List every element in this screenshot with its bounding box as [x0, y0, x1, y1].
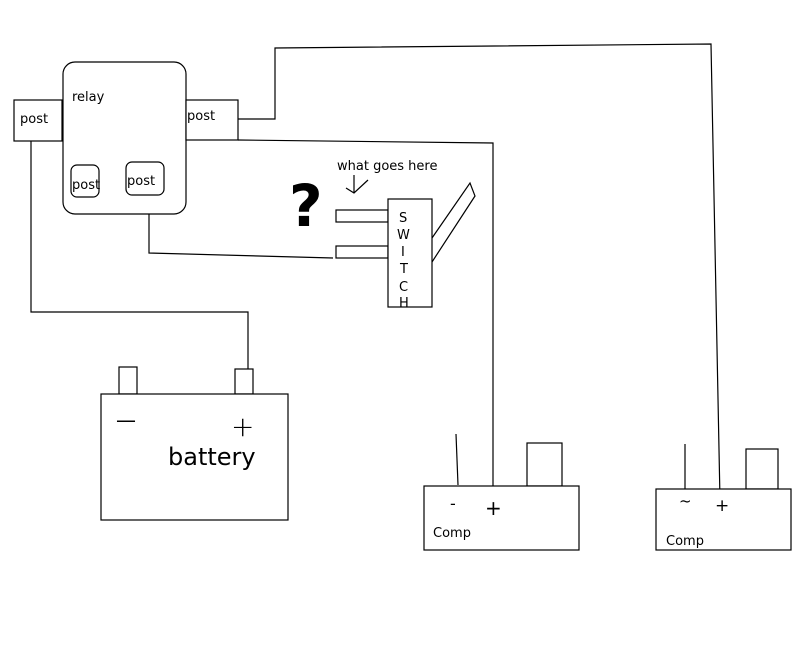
switch-terminal-top [335, 209, 389, 223]
post-right [185, 99, 239, 141]
switch: S W I T C H [335, 181, 476, 311]
relay: relay post post post post [13, 61, 239, 215]
comp2-label: Comp [666, 534, 704, 549]
switch-letter: C [399, 280, 408, 295]
post-left-label: post [20, 112, 48, 127]
post-left [13, 99, 63, 142]
comp-2: ~ + Comp [655, 448, 792, 551]
switch-terminal-bottom [335, 245, 389, 259]
comp1-negative-lead [455, 433, 459, 486]
wire-relay-to-comp1 [237, 139, 494, 492]
battery-plus: + [231, 410, 254, 443]
switch-letter: I [401, 245, 405, 260]
comp1-minus: - [450, 494, 456, 513]
comp2-plus: + [715, 496, 729, 516]
post-inner-right-label: post [127, 174, 155, 189]
switch-letter: S [399, 211, 407, 226]
question-arrow [345, 175, 369, 194]
comp2-terminal [745, 448, 779, 490]
relay-label: relay [72, 90, 105, 105]
comp1-plus: + [485, 496, 502, 520]
switch-letter: H [399, 296, 409, 311]
wire-post-to-battery [30, 141, 249, 370]
battery-label: battery [168, 443, 256, 471]
question-text: what goes here [337, 159, 437, 174]
switch-body [387, 198, 433, 308]
question-annotation: ? what goes here [289, 159, 437, 240]
post-inner-left-label: post [72, 178, 100, 193]
question-mark: ? [289, 172, 323, 240]
comp2-body [655, 488, 792, 551]
wire-relay-to-comp2 [238, 43, 721, 501]
battery-terminal-positive [234, 368, 254, 395]
post-inner-left [70, 164, 100, 198]
comp1-terminal [526, 442, 563, 487]
battery-minus: — [116, 408, 136, 432]
battery: — + battery [100, 366, 289, 521]
switch-letter: W [397, 228, 410, 243]
post-right-label: post [187, 109, 215, 124]
post-inner-right [125, 161, 165, 196]
comp2-minus: ~ [679, 492, 692, 510]
switch-lever [431, 181, 476, 263]
battery-body [100, 393, 289, 521]
battery-terminal-negative [118, 366, 138, 395]
comp1-label: Comp [433, 526, 471, 541]
comp1-body [423, 485, 580, 551]
switch-letter: T [399, 262, 408, 277]
comp-1: - + Comp [423, 442, 580, 551]
switch-letters: S W I T C H [397, 211, 410, 311]
